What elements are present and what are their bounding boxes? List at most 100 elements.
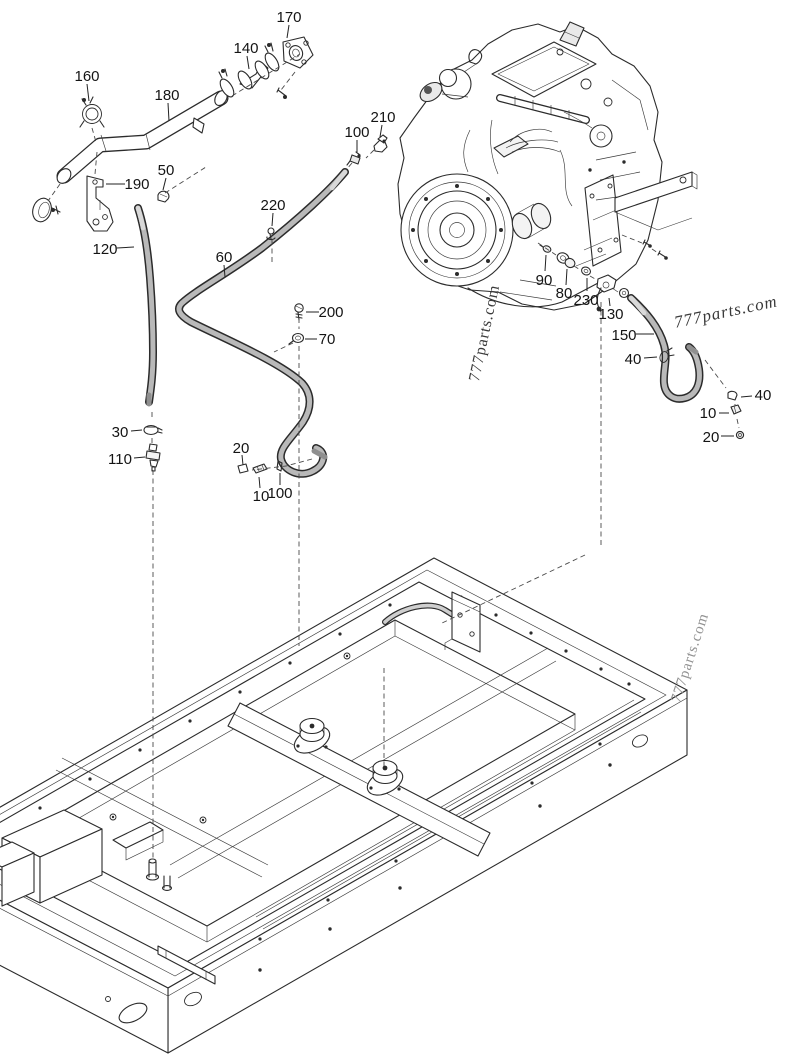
callout-label: 10	[700, 405, 717, 422]
callout-label: 100	[267, 485, 292, 502]
callout-label: 200	[318, 304, 343, 321]
callout-label: 190	[124, 176, 149, 193]
grommet-70	[288, 332, 305, 345]
callout-label: 120	[92, 241, 117, 258]
injection-pump	[493, 135, 529, 158]
callout-label: 50	[158, 162, 175, 179]
callout-label: 30	[112, 424, 129, 441]
hose-120-assembly	[134, 204, 163, 472]
callout-label: 100	[344, 124, 369, 141]
exhaust-pipe-assembly	[32, 36, 314, 232]
callout-130-21: 130	[598, 297, 624, 323]
callout-150-22: 150	[611, 327, 654, 344]
dashed-leader-lines	[47, 53, 740, 860]
bracket-190	[86, 175, 114, 232]
fitting-cluster-right	[727, 390, 745, 440]
clamp-sleeve-140	[218, 42, 280, 98]
pipe-tab	[192, 117, 205, 134]
fitting-cluster-left	[237, 460, 283, 474]
engine-mount-bracket	[584, 171, 698, 267]
callout-40-24: 40	[740, 387, 772, 404]
callout-230-20: 230	[573, 278, 599, 309]
callout-label: 70	[319, 331, 336, 348]
callout-70-12: 70	[305, 331, 335, 348]
end-cap	[32, 197, 61, 223]
callout-60-8: 60	[216, 249, 233, 278]
fitting-10-right	[730, 404, 742, 415]
callout-20-26: 20	[703, 429, 734, 446]
oil-pan	[467, 281, 601, 308]
callout-label: 180	[154, 87, 179, 104]
callout-220-7: 220	[260, 197, 286, 227]
callout-label: 80	[556, 285, 573, 302]
callout-90-18: 90	[536, 254, 553, 289]
callout-label: 150	[611, 327, 636, 344]
callout-label: 130	[598, 306, 623, 323]
fitting-100-top	[346, 151, 361, 166]
engine-mount-rail	[227, 702, 491, 857]
callout-label: 60	[216, 249, 233, 266]
turbocharger	[419, 63, 477, 103]
valve-cover	[491, 41, 597, 98]
callout-80-19: 80	[556, 268, 573, 302]
callout-layer: 1601801401701905012022060100210200703011…	[74, 9, 771, 505]
callout-10-16: 10	[253, 476, 270, 505]
alternator	[589, 124, 613, 148]
callout-label: 220	[260, 197, 285, 214]
clip-100-left	[276, 460, 283, 472]
callout-100-9: 100	[344, 124, 370, 152]
fitting-10-left	[252, 463, 268, 474]
engine-illustration	[397, 21, 698, 311]
callout-160-0: 160	[74, 68, 100, 102]
bolt-200	[294, 303, 304, 321]
callout-110-14: 110	[108, 451, 146, 468]
cross-beam	[55, 757, 269, 878]
drain-valve-130	[596, 274, 619, 312]
fitting-210	[373, 134, 388, 153]
callout-140-2: 140	[233, 40, 259, 70]
clip-50	[157, 190, 170, 203]
callout-label: 40	[625, 351, 642, 368]
exhaust-elbow	[559, 21, 585, 47]
frame-plate-bracket	[444, 591, 481, 653]
coupling-80	[556, 252, 576, 269]
frame-boxes	[0, 809, 164, 907]
grommet-220	[266, 227, 276, 241]
callout-label: 40	[755, 387, 772, 404]
engine-mount-isolator	[366, 759, 404, 796]
starter-motor	[511, 202, 552, 240]
hose-60-assembly	[175, 134, 388, 478]
callout-180-1: 180	[154, 87, 180, 122]
mount-stud	[161, 875, 173, 891]
callout-10-25: 10	[700, 405, 729, 422]
flange-screw	[283, 95, 287, 99]
chassis-frame	[0, 557, 688, 1054]
flange-170	[276, 36, 314, 99]
nut-20-right	[735, 430, 745, 440]
exhaust-pipe	[56, 89, 229, 184]
clamp-160	[79, 96, 105, 128]
mount-stud	[145, 858, 160, 881]
callout-label: 10	[253, 488, 270, 505]
sleeve-230	[580, 266, 592, 276]
clamp-40-on-hose	[659, 347, 675, 363]
flywheel-housing	[400, 173, 514, 287]
callout-50-5: 50	[158, 162, 175, 191]
callout-200-11: 200	[306, 304, 344, 321]
callout-label: 160	[74, 68, 99, 85]
watermark-1: 777parts.com	[466, 283, 503, 383]
callout-label: 210	[370, 109, 395, 126]
callout-100-17: 100	[267, 473, 293, 502]
callout-label: 90	[536, 272, 553, 289]
lift-hook	[468, 49, 483, 65]
callout-label: 20	[703, 429, 720, 446]
callout-30-13: 30	[112, 424, 143, 441]
callout-label: 140	[233, 40, 258, 57]
clamp-30	[143, 424, 163, 436]
hose-150-banjo	[618, 287, 630, 299]
watermark-2: 777parts.com	[668, 611, 712, 705]
callout-170-3: 170	[276, 9, 302, 39]
drain-hose-assembly	[539, 244, 745, 440]
